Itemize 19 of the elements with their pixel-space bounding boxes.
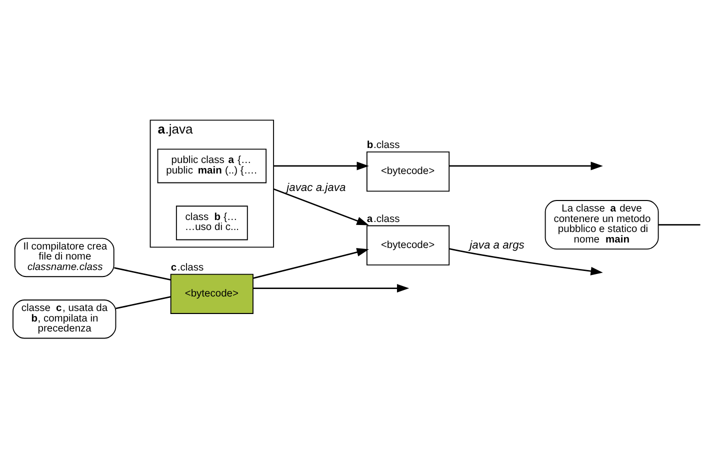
node-box: class b {… …uso di c...: [176, 205, 248, 240]
node-box: public class a {… public main (..) {….: [157, 148, 267, 183]
arrow: [449, 161, 603, 170]
node-label: b.class: [366, 140, 400, 151]
node-label: a.class: [366, 213, 400, 224]
node-box: classe c, usata da b, compilata in precedenza: [12, 299, 116, 338]
arrow: [449, 248, 603, 275]
node-box: Il compilatore crea file di nome classname.class: [14, 237, 114, 277]
connector: [658, 224, 700, 225]
node-box: La classe a deve contenere un metodo pubblico e statico di nome main: [544, 200, 659, 250]
edge-label: javac a.java: [286, 181, 346, 194]
node-label: c.class: [170, 262, 204, 273]
connector: [114, 266, 171, 280]
arrow: [252, 248, 369, 278]
connector: [116, 296, 171, 309]
arrow: [274, 161, 369, 170]
arrow: [253, 284, 410, 292]
arrow: [273, 188, 369, 225]
edge-label: java a args: [470, 239, 524, 252]
